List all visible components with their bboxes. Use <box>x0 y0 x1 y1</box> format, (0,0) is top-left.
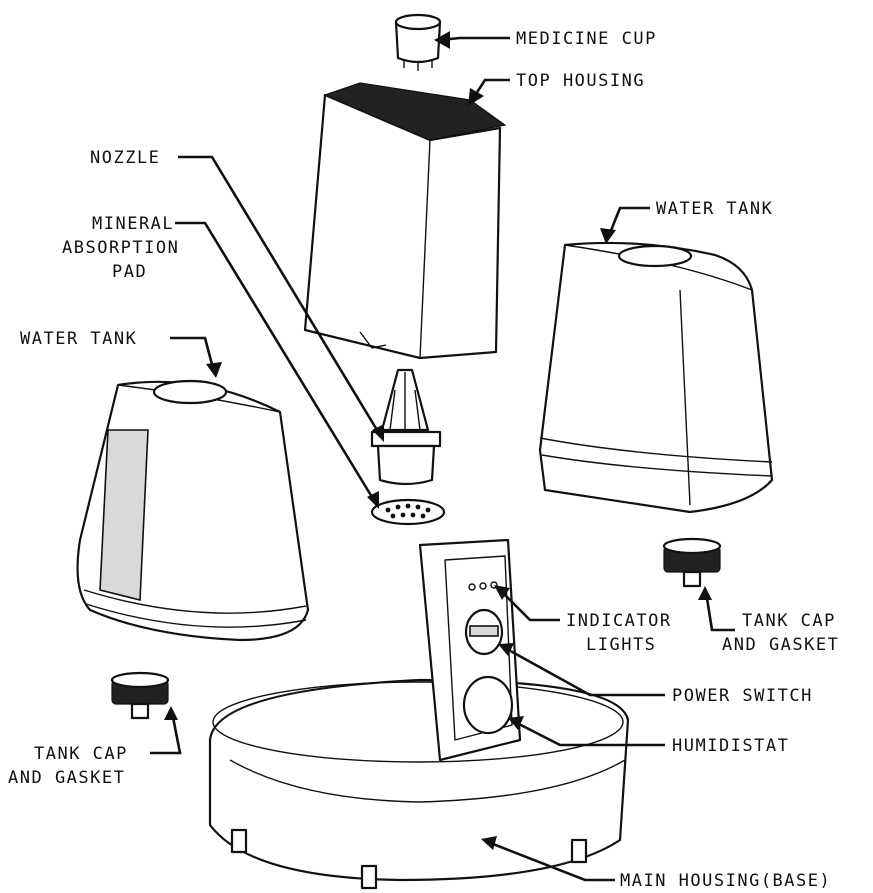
top-housing-part <box>303 82 507 360</box>
main-housing-part <box>208 538 630 890</box>
medicine-cup-part <box>394 13 442 71</box>
label-mineral-pad-line3: PAD <box>112 262 147 282</box>
label-nozzle: NOZZLE <box>90 148 160 168</box>
label-tank-cap-right-line1: TANK CAP <box>742 611 836 631</box>
label-mineral-pad-line1: MINERAL <box>92 214 174 234</box>
callout-labels: MEDICINE CUP TOP HOUSING NOZZLE MINERAL … <box>8 29 839 891</box>
label-humidistat: HUMIDISTAT <box>672 736 789 756</box>
label-water-tank-left: WATER TANK <box>20 329 137 349</box>
nozzle-part <box>370 368 442 486</box>
tank-cap-right-part <box>662 537 722 588</box>
mineral-pad-part <box>370 498 446 526</box>
label-top-housing: TOP HOUSING <box>516 71 645 91</box>
water-tank-left-part <box>76 379 310 642</box>
leader-lines <box>150 31 735 882</box>
water-tank-right-part <box>538 241 774 514</box>
tank-cap-left-part <box>110 671 170 720</box>
label-mineral-pad-line2: ABSORPTION <box>62 238 179 258</box>
label-medicine-cup: MEDICINE CUP <box>516 29 657 49</box>
label-tank-cap-right-line2: AND GASKET <box>722 635 839 655</box>
label-tank-cap-left-line1: TANK CAP <box>34 744 128 764</box>
label-power-switch: POWER SWITCH <box>672 686 813 706</box>
label-water-tank-right: WATER TANK <box>656 199 773 219</box>
label-indicator-lights-line2: LIGHTS <box>586 635 656 655</box>
label-indicator-lights-line1: INDICATOR <box>566 611 672 631</box>
label-tank-cap-left-line2: AND GASKET <box>8 768 125 788</box>
label-main-housing: MAIN HOUSING(BASE) <box>620 871 831 891</box>
